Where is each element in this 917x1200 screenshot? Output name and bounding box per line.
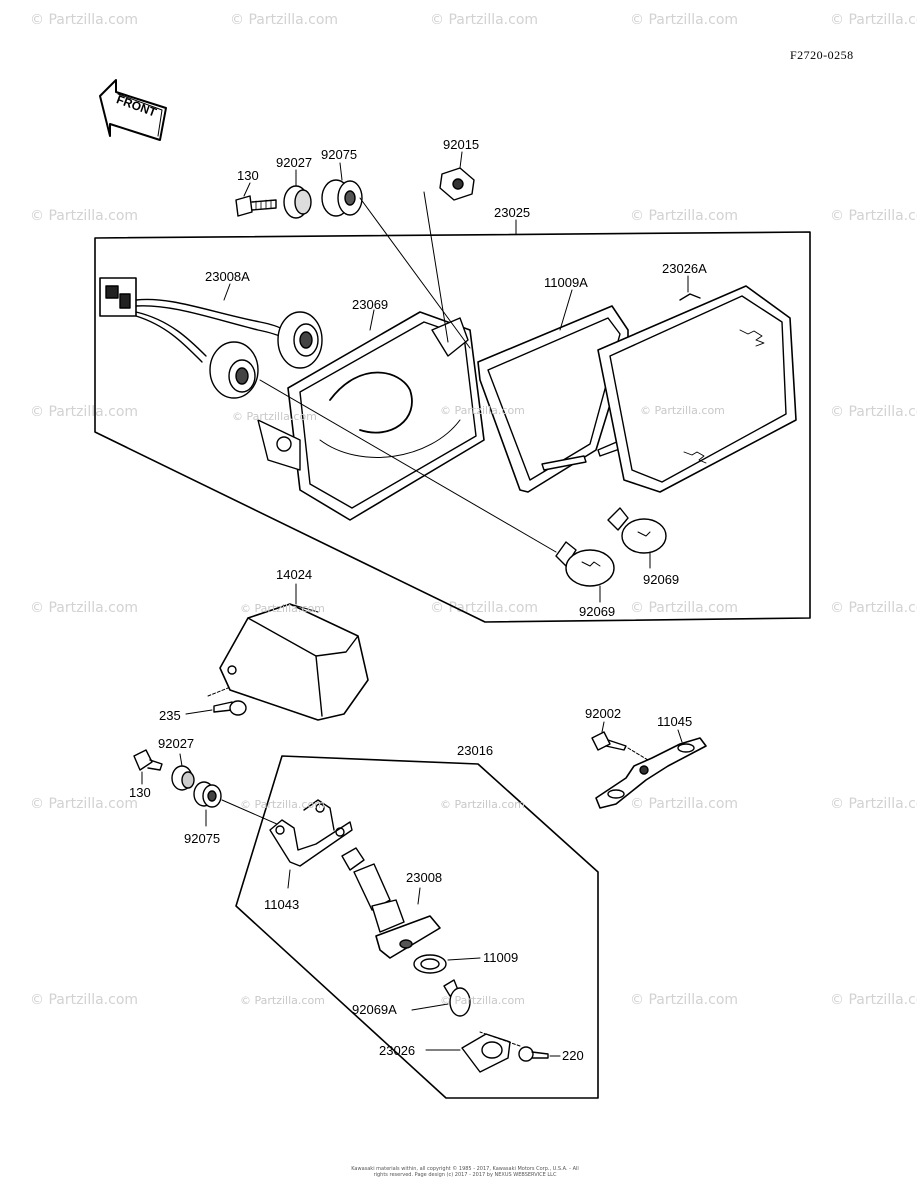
gasket-11009	[413, 954, 481, 974]
watermark: © Partzilla.com	[240, 798, 325, 811]
part-label: 92069A	[352, 1002, 397, 1017]
collar-92027-bottom	[171, 753, 195, 791]
watermark: © Partzilla.com	[830, 12, 917, 28]
watermark: © Partzilla.com	[830, 208, 917, 224]
watermark: © Partzilla.com	[830, 796, 917, 812]
watermark: © Partzilla.com	[830, 992, 917, 1008]
part-label: 23008A	[205, 269, 250, 284]
watermark: © Partzilla.com	[430, 12, 539, 28]
watermark: © Partzilla.com	[440, 994, 525, 1007]
bulb-92069-center	[555, 541, 615, 587]
part-label: 23069	[352, 297, 388, 312]
part-label: 23016	[457, 743, 493, 758]
part-label: 23008	[406, 870, 442, 885]
housing-23069	[257, 311, 485, 521]
part-label: 130	[129, 785, 151, 800]
part-label: 11009A	[544, 275, 588, 290]
watermark: © Partzilla.com	[630, 600, 739, 616]
watermark: © Partzilla.com	[440, 404, 525, 417]
part-label: 11045	[657, 714, 692, 729]
grommet-92075-top	[321, 179, 363, 217]
bolt-130-bottom	[133, 749, 163, 785]
watermark: © Partzilla.com	[230, 12, 339, 28]
cover-14024	[219, 583, 369, 721]
bolt-130-top	[235, 195, 277, 217]
watermark: © Partzilla.com	[30, 404, 139, 420]
figure-code: F2720-0258	[790, 48, 854, 62]
grommet-92075-bottom	[193, 781, 287, 829]
part-label: 11009	[483, 950, 518, 965]
watermark: © Partzilla.com	[240, 994, 325, 1007]
part-label: 14024	[276, 567, 312, 582]
part-label: 92027	[158, 736, 194, 751]
front-arrow-icon	[99, 79, 167, 141]
part-label: 23025	[494, 205, 530, 220]
watermark: © Partzilla.com	[30, 796, 139, 812]
part-label: 23026	[379, 1043, 415, 1058]
watermark: © Partzilla.com	[430, 600, 539, 616]
watermark: © Partzilla.com	[630, 208, 739, 224]
bracket-11045	[595, 729, 707, 809]
watermark: © Partzilla.com	[630, 12, 739, 28]
collar-92027-top	[283, 185, 312, 219]
bolt-92002	[591, 721, 649, 761]
part-label: 92069	[579, 604, 615, 619]
part-label: 92002	[585, 706, 621, 721]
gasket-11009A	[477, 305, 629, 493]
bulb-92069A	[411, 979, 471, 1017]
watermark: © Partzilla.com	[232, 410, 317, 423]
part-label: 92075	[184, 831, 220, 846]
watermark: © Partzilla.com	[30, 208, 139, 224]
watermark: © Partzilla.com	[830, 404, 917, 420]
part-label: 130	[237, 168, 259, 183]
watermark: © Partzilla.com	[30, 992, 139, 1008]
bulb-92069-right	[607, 507, 667, 554]
group-box-23025	[94, 231, 811, 623]
group-box-23016	[235, 755, 599, 1099]
part-label: 11043	[264, 897, 299, 912]
front-label: FRONT	[115, 92, 159, 120]
watermark: © Partzilla.com	[30, 600, 139, 616]
copyright-footer: Kawasaki materials within, all copyright…	[351, 1166, 579, 1178]
watermark: © Partzilla.com	[30, 12, 139, 28]
part-label: 92075	[321, 147, 357, 162]
watermark: © Partzilla.com	[440, 798, 525, 811]
part-label: 92027	[276, 155, 312, 170]
screw-220	[479, 1031, 561, 1062]
part-label: 235	[159, 708, 181, 723]
part-label: 220	[562, 1048, 584, 1063]
nut-92015	[439, 167, 475, 201]
lens-23026A	[597, 285, 797, 493]
part-label: 23026A	[662, 261, 707, 276]
leader-lines-upper	[223, 151, 689, 603]
watermark: © Partzilla.com	[240, 602, 325, 615]
part-label: 92015	[443, 137, 479, 152]
watermark: © Partzilla.com	[630, 796, 739, 812]
screw-235	[185, 687, 247, 716]
watermark: © Partzilla.com	[630, 992, 739, 1008]
bracket-11043	[269, 799, 353, 889]
lens-23026	[425, 1033, 511, 1073]
wiring-harness-23008A	[99, 277, 323, 399]
watermark: © Partzilla.com	[830, 600, 917, 616]
part-label: 92069	[643, 572, 679, 587]
watermark: © Partzilla.com	[640, 404, 725, 417]
socket-23008	[341, 847, 441, 959]
